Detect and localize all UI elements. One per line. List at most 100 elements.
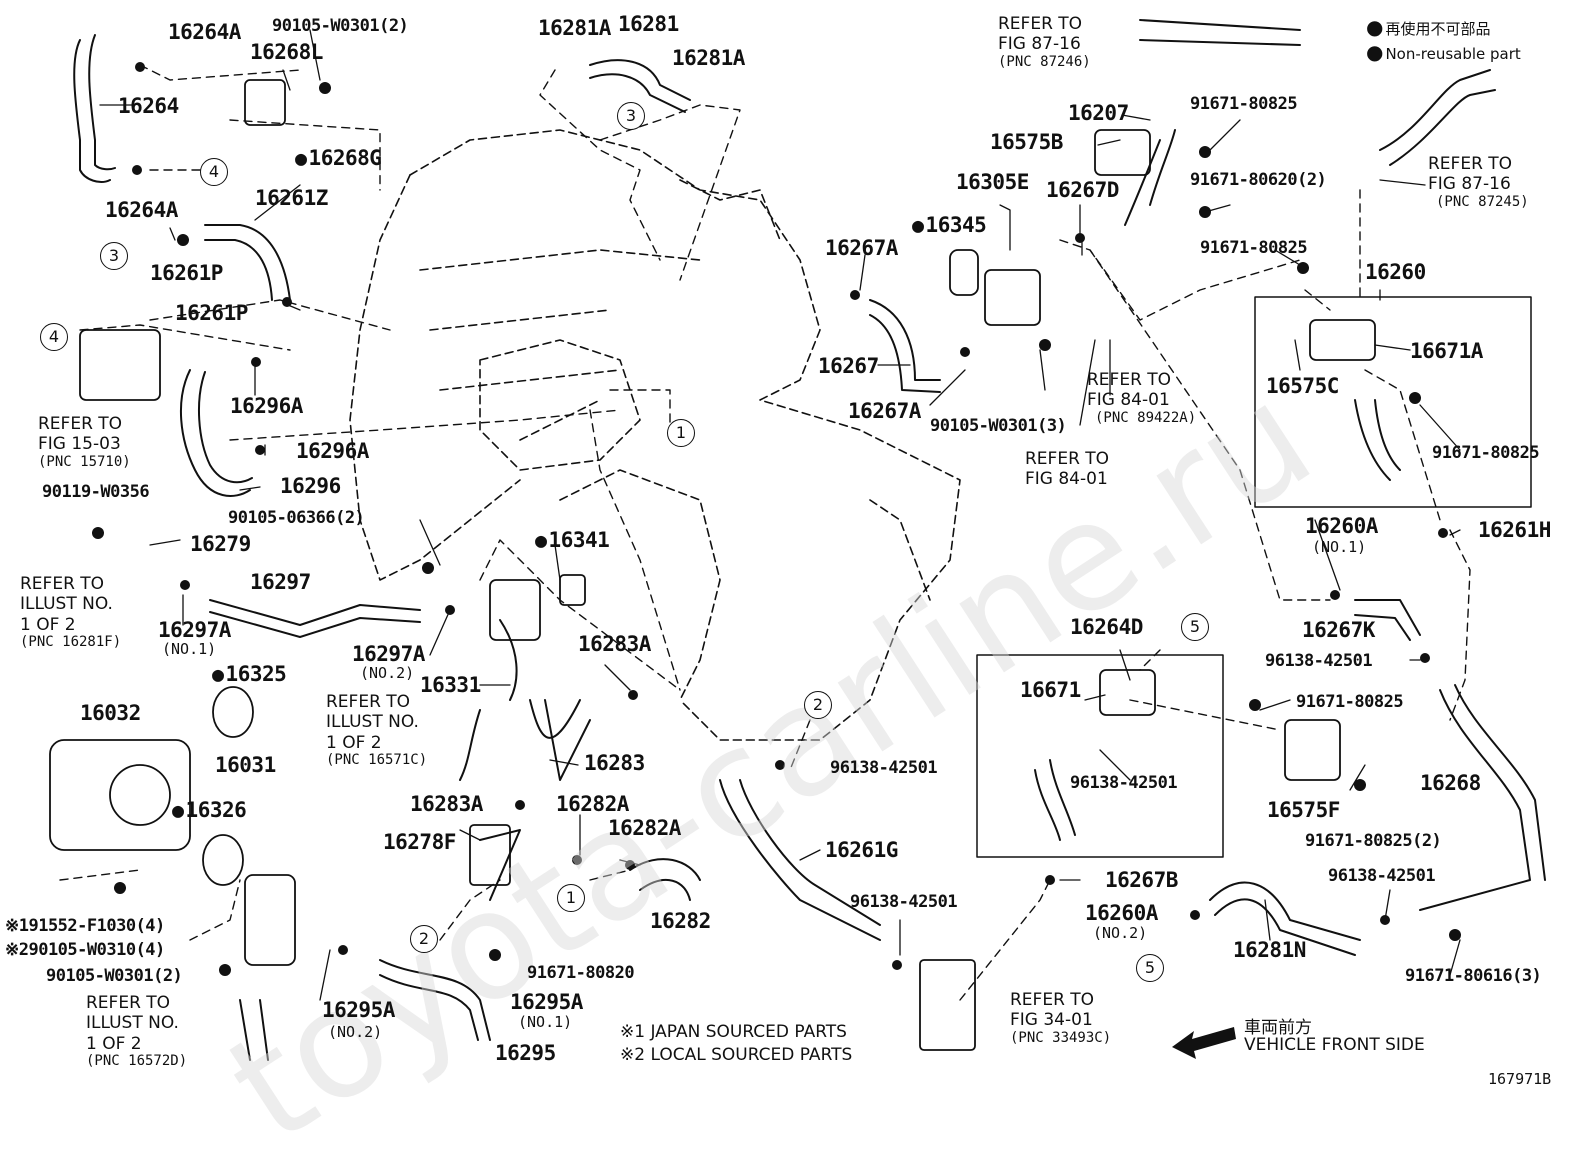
part-16295[interactable]: 16295	[495, 1041, 556, 1065]
part-91671-80825-c[interactable]: 91671-80825	[1432, 443, 1540, 463]
part-16297[interactable]: 16297	[250, 570, 311, 594]
part-16283A-b[interactable]: 16283A	[410, 792, 483, 816]
part-16325[interactable]: 16325	[212, 664, 287, 685]
part-96138-42501-b[interactable]: 96138-42501	[1070, 773, 1178, 793]
part-90105-W0301-top[interactable]: 90105-W0301(2)	[272, 16, 409, 36]
part-16331[interactable]: 16331	[420, 673, 481, 697]
part-16282A-b[interactable]: 16282A	[608, 816, 681, 840]
front-label-en: VEHICLE FRONT SIDE	[1244, 1035, 1425, 1055]
part-16671A[interactable]: 16671A	[1410, 339, 1483, 363]
part-16260[interactable]: 16260	[1365, 260, 1426, 284]
part-16575B[interactable]: 16575B	[990, 130, 1063, 154]
part-191552-F1030[interactable]: ※191552-F1030(4)	[5, 916, 165, 936]
part-16267A-b[interactable]: 16267A	[848, 399, 921, 423]
part-16279[interactable]: 16279	[190, 532, 251, 556]
part-16296[interactable]: 16296	[280, 474, 341, 498]
part-16283[interactable]: 16283	[584, 751, 645, 775]
part-90105-W0301-bottom[interactable]: 90105-W0301(2)	[46, 966, 183, 986]
callout-5-low: 5	[1136, 954, 1164, 982]
part-16282A-a[interactable]: 16282A	[556, 792, 629, 816]
part-16295A-1[interactable]: 16295A	[510, 990, 583, 1014]
part-16671[interactable]: 16671	[1020, 678, 1081, 702]
part-16296A-b[interactable]: 16296A	[296, 439, 369, 463]
callout-1-low: 1	[557, 884, 585, 912]
part-16326[interactable]: 16326	[172, 800, 247, 821]
part-16345[interactable]: 16345	[912, 215, 987, 236]
part-16261P-a[interactable]: 16261P	[150, 261, 223, 285]
sub-no2-b: (NO.2)	[328, 1023, 383, 1041]
part-16264A-bottom[interactable]: 16264A	[105, 198, 178, 222]
part-90105-06366[interactable]: 90105-06366(2)	[228, 508, 365, 528]
box-16260	[1254, 296, 1532, 508]
part-96138-42501-c[interactable]: 96138-42501	[830, 758, 938, 778]
part-16267K[interactable]: 16267K	[1302, 618, 1375, 642]
part-16575C[interactable]: 16575C	[1266, 374, 1339, 398]
part-16297A-2[interactable]: 16297A	[352, 642, 425, 666]
part-91671-80825-a[interactable]: 91671-80825	[1190, 94, 1298, 114]
part-16297A-1[interactable]: 16297A	[158, 618, 231, 642]
part-16260A-1[interactable]: 16260A	[1305, 514, 1378, 538]
part-16267A-a[interactable]: 16267A	[825, 236, 898, 260]
part-96138-42501-d[interactable]: 96138-42501	[850, 892, 958, 912]
front-arrow-icon	[1172, 1027, 1236, 1059]
part-16268[interactable]: 16268	[1420, 771, 1481, 795]
part-16281[interactable]: 16281	[618, 12, 679, 36]
part-91671-80825-2[interactable]: 91671-80825(2)	[1305, 831, 1442, 851]
part-16305E[interactable]: 16305E	[956, 170, 1029, 194]
part-16283A-a[interactable]: 16283A	[578, 632, 651, 656]
part-16295A-2[interactable]: 16295A	[322, 998, 395, 1022]
part-16264A-top[interactable]: 16264A	[168, 20, 241, 44]
engine-outline	[349, 129, 961, 741]
part-16575F[interactable]: 16575F	[1267, 798, 1340, 822]
part-16267B[interactable]: 16267B	[1105, 868, 1178, 892]
part-16207[interactable]: 16207	[1068, 101, 1129, 125]
part-91671-80616[interactable]: 91671-80616(3)	[1405, 966, 1542, 986]
callout-4-top: 4	[200, 158, 228, 186]
callout-2-mid: 2	[804, 691, 832, 719]
part-96138-42501-e[interactable]: 96138-42501	[1328, 866, 1436, 886]
part-91671-80820[interactable]: 91671-80820	[527, 963, 635, 983]
callout-1-mid: 1	[667, 419, 695, 447]
part-16267[interactable]: 16267	[818, 354, 879, 378]
part-91671-80620[interactable]: 91671-80620(2)	[1190, 170, 1327, 190]
components	[49, 79, 1376, 1051]
sub-no2-c: (NO.2)	[1093, 924, 1148, 942]
part-16261G[interactable]: 16261G	[825, 838, 898, 862]
part-290105-W0310[interactable]: ※290105-W0310(4)	[5, 940, 165, 960]
part-90105-W0301-3[interactable]: 90105-W0301(3)	[930, 416, 1067, 436]
callout-2-low: 2	[410, 925, 438, 953]
part-91671-80825-d[interactable]: 91671-80825	[1296, 692, 1404, 712]
part-16341[interactable]: 16341	[535, 530, 610, 551]
part-90119-W0356[interactable]: 90119-W0356	[42, 482, 150, 502]
part-16281N[interactable]: 16281N	[1233, 938, 1306, 962]
parts-diagram	[49, 19, 1546, 1061]
part-16032[interactable]: 16032	[80, 701, 141, 725]
part-91671-80825-b[interactable]: 91671-80825	[1200, 238, 1308, 258]
part-16261P-b[interactable]: 16261P	[175, 301, 248, 325]
part-16281A-b[interactable]: 16281A	[672, 46, 745, 70]
part-16267D[interactable]: 16267D	[1046, 178, 1119, 202]
part-96138-42501-a[interactable]: 96138-42501	[1265, 651, 1373, 671]
part-16282[interactable]: 16282	[650, 909, 711, 933]
box-16264D	[976, 654, 1224, 858]
part-16264D[interactable]: 16264D	[1070, 615, 1143, 639]
part-16268G[interactable]: 16268G	[295, 148, 382, 169]
part-16268L[interactable]: 16268L	[250, 40, 323, 64]
part-16278F[interactable]: 16278F	[383, 830, 456, 854]
part-16261Z[interactable]: 16261Z	[255, 186, 328, 210]
part-16031[interactable]: 16031	[215, 753, 276, 777]
part-16281A-a[interactable]: 16281A	[538, 16, 611, 40]
part-16264[interactable]: 16264	[118, 94, 179, 118]
part-16260A-2[interactable]: 16260A	[1085, 901, 1158, 925]
part-16261H[interactable]: 16261H	[1478, 518, 1551, 542]
part-16296A-a[interactable]: 16296A	[230, 394, 303, 418]
